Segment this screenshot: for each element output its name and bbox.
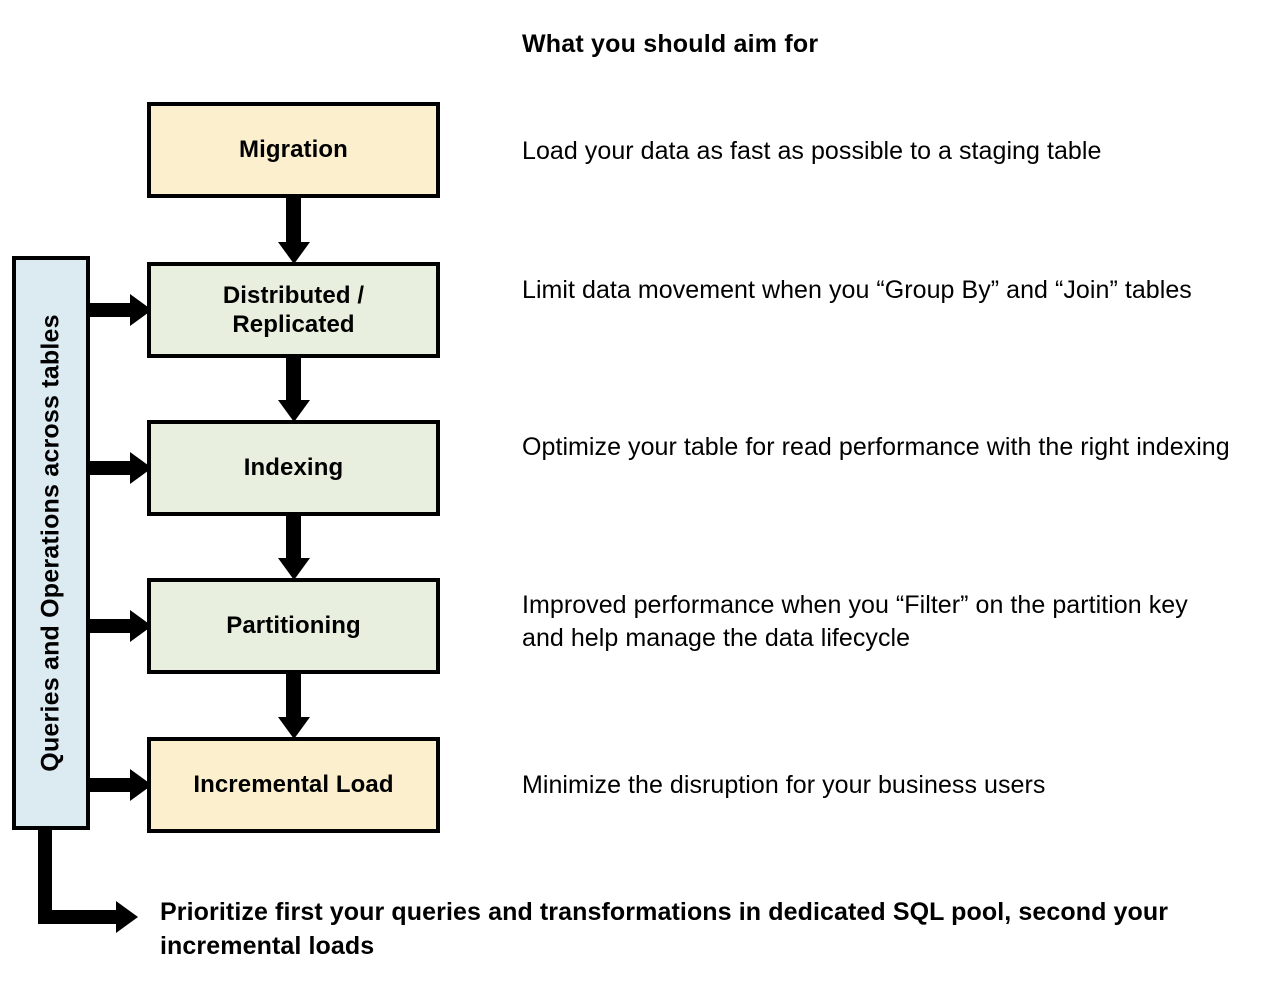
arrow-shaft <box>90 619 132 633</box>
arrow-head-right-icon <box>130 294 152 326</box>
flow-box-distributed-replicated[interactable]: Distributed / Replicated <box>147 262 440 358</box>
flow-box-distributed-replicated-label: Distributed / Replicated <box>217 281 370 340</box>
arrow-head-right-icon <box>116 901 138 933</box>
arrow-shaft <box>90 778 132 792</box>
sidebar-queries-operations[interactable]: Queries and Operations across tables <box>12 256 90 830</box>
elbow-connector-vertical <box>38 826 52 924</box>
arrow-head-down-icon <box>277 717 310 739</box>
description-incremental-load: Minimize the disruption for your busines… <box>522 771 1046 799</box>
arrow-shaft <box>90 461 132 475</box>
arrow-head-right-icon <box>130 610 152 642</box>
flow-box-distributed-line1: Distributed / <box>222 281 365 309</box>
description-migration: Load your data as fast as possible to a … <box>522 137 1102 165</box>
arrow-head-down-icon <box>277 400 310 422</box>
flow-box-incremental-load[interactable]: Incremental Load <box>147 737 440 833</box>
flow-box-indexing[interactable]: Indexing <box>147 420 440 516</box>
arrow-distributed-to-indexing <box>277 356 310 422</box>
arrow-shaft <box>286 672 301 717</box>
arrow-shaft <box>286 514 301 558</box>
arrow-shaft <box>286 196 301 242</box>
flow-box-partitioning[interactable]: Partitioning <box>147 578 440 674</box>
arrow-head-down-icon <box>277 242 310 264</box>
bottom-note: Prioritize first your queries and transf… <box>160 898 1169 961</box>
arrow-head-down-icon <box>277 558 310 580</box>
description-indexing: Optimize your table for read performance… <box>522 433 1230 461</box>
arrow-shaft <box>90 303 132 317</box>
arrow-migration-to-distributed <box>277 196 310 264</box>
elbow-connector-horizontal <box>38 910 118 924</box>
arrow-head-right-icon <box>130 452 152 484</box>
flow-box-migration[interactable]: Migration <box>147 102 440 198</box>
arrow-partitioning-to-incremental <box>277 672 310 739</box>
arrow-indexing-to-partitioning <box>277 514 310 580</box>
flow-box-indexing-label: Indexing <box>243 454 344 482</box>
sidebar-label: Queries and Operations across tables <box>36 314 65 772</box>
flow-box-partitioning-label: Partitioning <box>226 612 361 640</box>
flow-box-incremental-load-label: Incremental Load <box>193 771 394 799</box>
arrow-head-right-icon <box>130 769 152 801</box>
arrow-shaft <box>286 356 301 400</box>
flow-box-distributed-line2: Replicated <box>232 311 355 338</box>
page-title: What you should aim for <box>522 30 819 58</box>
description-distributed-replicated: Limit data movement when you “Group By” … <box>522 276 1192 304</box>
flow-box-migration-label: Migration <box>239 136 348 164</box>
description-partitioning: Improved performance when you “Filter” o… <box>522 591 1188 653</box>
